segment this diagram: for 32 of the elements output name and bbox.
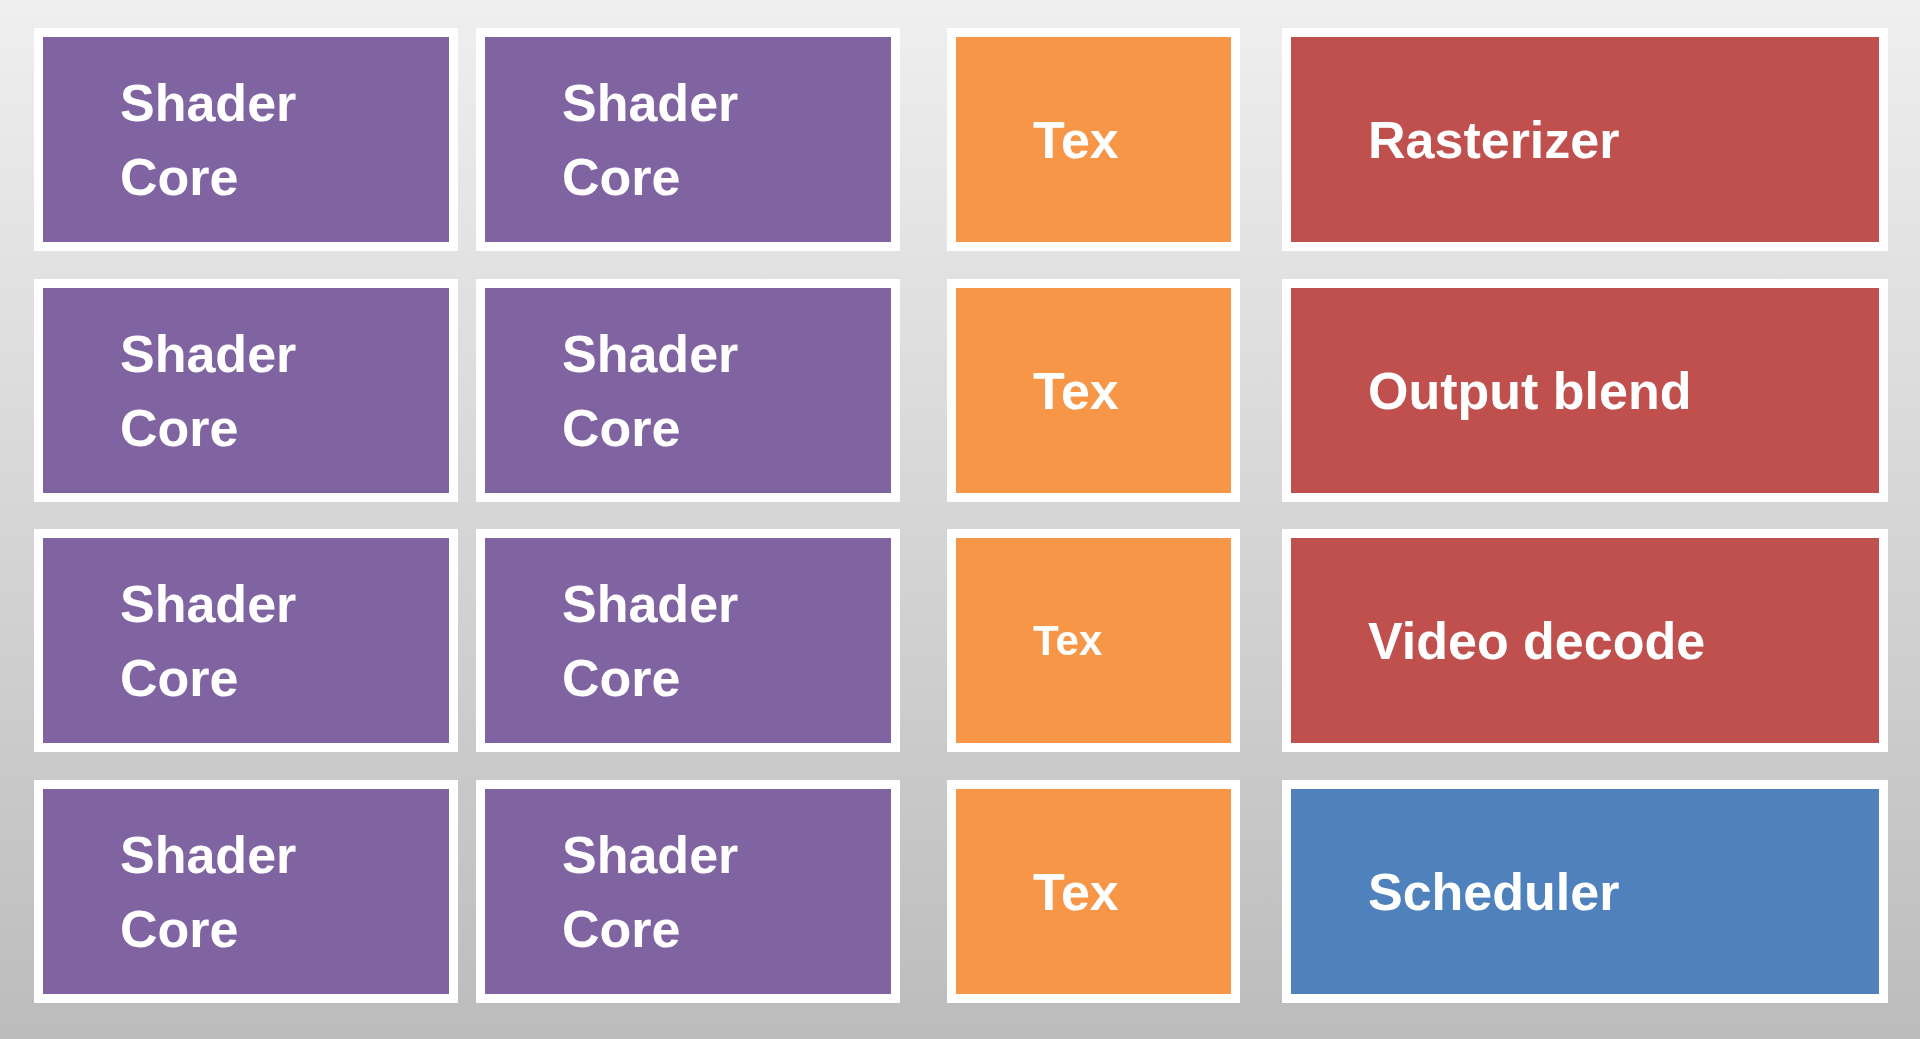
block [476, 279, 900, 502]
block [34, 279, 458, 502]
block-label: Rasterizer [1368, 109, 1620, 171]
block [34, 28, 458, 251]
block [947, 28, 1240, 251]
block-label: Shader Core [562, 72, 740, 208]
block-label: Shader Core [562, 824, 740, 960]
block-label: Shader Core [562, 323, 740, 459]
block [1282, 279, 1888, 502]
block-label: Shader Core [120, 323, 298, 459]
block [947, 279, 1240, 502]
block [34, 780, 458, 1003]
block-label: Tex [1033, 360, 1119, 422]
block-label: Tex [1033, 861, 1119, 923]
block-label: Video decode [1368, 610, 1706, 672]
block [476, 529, 900, 752]
block-label: Scheduler [1368, 861, 1620, 923]
block-label: Shader Core [120, 573, 298, 709]
block-label: Tex [1033, 109, 1119, 171]
block-label: Shader Core [562, 573, 740, 709]
block-label: Shader Core [120, 824, 298, 960]
block [1282, 780, 1888, 1003]
block [34, 529, 458, 752]
block [1282, 529, 1888, 752]
block [947, 780, 1240, 1003]
block [1282, 28, 1888, 251]
block [476, 28, 900, 251]
block [476, 780, 900, 1003]
block-label: Output blend [1368, 360, 1692, 422]
block [947, 529, 1240, 752]
block-label: Tex [1033, 615, 1103, 666]
block-label: Shader Core [120, 72, 298, 208]
